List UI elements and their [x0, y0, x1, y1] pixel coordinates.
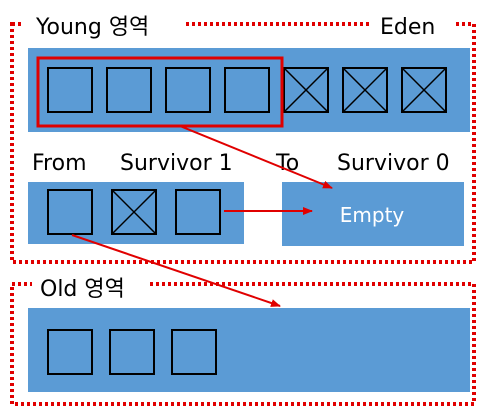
eden-area — [28, 48, 470, 132]
survivor-to-empty-text: Empty — [340, 203, 405, 227]
eden-block-dead — [401, 67, 447, 113]
old-block-live — [171, 329, 217, 375]
old-area — [28, 308, 470, 392]
old-region-border — [10, 282, 476, 406]
eden-block-live — [165, 67, 211, 113]
old-blocks — [47, 329, 217, 375]
eden-block-live — [106, 67, 152, 113]
eden-blocks — [47, 67, 447, 113]
survivor-to-name: Survivor 0 — [337, 151, 450, 176]
young-region-label: Young 영역 — [35, 15, 149, 40]
survivor-block-live — [47, 189, 93, 235]
eden-label-backdrop — [370, 6, 454, 44]
survivor-block-dead — [111, 189, 157, 235]
eden-survivor-selection — [36, 56, 284, 128]
eden-label: Eden — [380, 15, 435, 40]
arrow-survivor1-to-old — [71, 234, 281, 307]
eden-block-dead — [283, 67, 329, 113]
eden-block-live — [47, 67, 93, 113]
survivor-block-live — [175, 189, 221, 235]
young-label-backdrop — [24, 6, 184, 44]
old-block-live — [109, 329, 155, 375]
eden-block-dead — [342, 67, 388, 113]
old-label-backdrop — [32, 270, 148, 304]
survivor-to-label: To — [275, 151, 299, 176]
young-region-border — [10, 22, 476, 264]
survivor-from-label: From — [32, 151, 87, 176]
arrow-eden-to-survivor0 — [179, 125, 333, 189]
survivor-from-blocks — [47, 189, 221, 235]
eden-block-live — [224, 67, 270, 113]
survivor-from-name: Survivor 1 — [120, 151, 233, 176]
old-region-label: Old 영역 — [40, 277, 125, 302]
old-block-live — [47, 329, 93, 375]
